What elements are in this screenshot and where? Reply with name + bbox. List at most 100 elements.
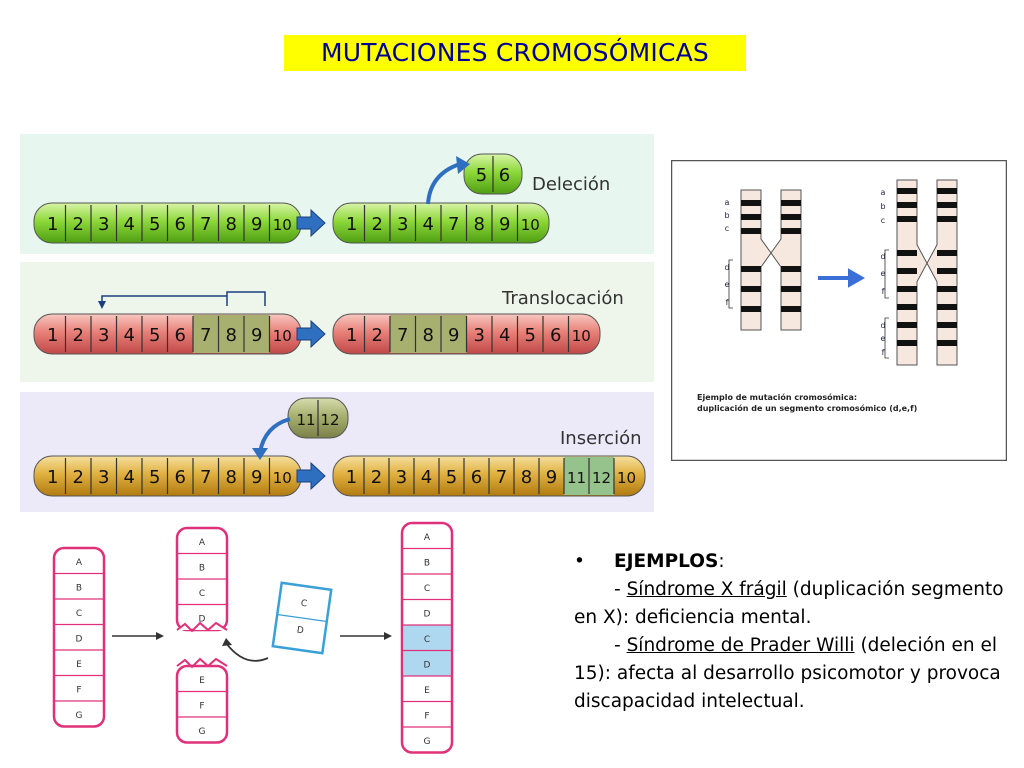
delecion-removed-segment-cell-label: 6 bbox=[499, 165, 510, 186]
insertion-result-chromosome-inserted-cell bbox=[403, 650, 451, 676]
delecion-after-bar-cell-label: 9 bbox=[499, 214, 510, 235]
duplication-right-label: f bbox=[882, 287, 885, 296]
insercion-before-bar-cell-label: 5 bbox=[149, 467, 160, 488]
translocacion-before-bar-cell-label: 3 bbox=[98, 325, 109, 346]
insertion-result-chromosome-cell-label: C bbox=[424, 635, 430, 645]
insercion-before-bar-cell-label: 2 bbox=[73, 467, 84, 488]
duplicated-chromosome-band bbox=[897, 286, 917, 292]
translocacion-before-bar-cell-label: 1 bbox=[47, 325, 58, 346]
lower-break-edge bbox=[176, 657, 228, 669]
duplication-left-label: b bbox=[724, 211, 729, 220]
translocacion-bracket-head bbox=[98, 301, 106, 309]
original-chromosome-band bbox=[781, 228, 801, 234]
insercion-before-bar-cell-label: 10 bbox=[273, 469, 292, 487]
delecion-after-bar-cell-label: 2 bbox=[372, 214, 383, 235]
delecion-after-bar-cell-label: 3 bbox=[397, 214, 408, 235]
original-chromosome-left-chromatid bbox=[740, 189, 772, 331]
insertion-lower-fragment: EFG bbox=[175, 664, 229, 744]
insertion-result-chromosome-cell-label: D bbox=[424, 660, 431, 670]
insertion-original-chromosome-cell-label: A bbox=[76, 558, 83, 568]
duplicated-chromosome-band bbox=[897, 202, 917, 208]
insertion-result-chromosome-cell-label: G bbox=[424, 737, 431, 747]
delecion-after-bar-cell-label: 1 bbox=[346, 214, 357, 235]
insercion-before-bar-cell-label: 3 bbox=[98, 467, 109, 488]
original-chromosome-band bbox=[741, 286, 761, 292]
translocacion-before-bar-cell-label: 6 bbox=[175, 325, 186, 346]
duplication-right-label: e bbox=[881, 269, 886, 278]
translocacion-after-bar-cell-label: 8 bbox=[423, 325, 434, 346]
duplication-left-label: e bbox=[725, 280, 730, 289]
duplication-right-label: a bbox=[881, 188, 886, 197]
duplicated-chromosome-band bbox=[897, 340, 917, 346]
delecion-before-bar-cell-label: 2 bbox=[73, 214, 84, 235]
translocacion-before-bar-highlight bbox=[244, 315, 270, 353]
duplication-caption-line1: Ejemplo de mutación cromosómica: bbox=[697, 392, 857, 402]
blue-piece-cell-label: C bbox=[300, 599, 308, 610]
insercion-after-bar-cell-label: 12 bbox=[592, 469, 611, 487]
insertion-original-chromosome-cell-label: G bbox=[76, 711, 83, 721]
insercion-arrow bbox=[296, 461, 326, 491]
example-dash: - bbox=[614, 635, 627, 656]
blue-piece-divider bbox=[277, 613, 327, 623]
insertion-upper-fragment-cell-label: C bbox=[199, 589, 205, 599]
duplicated-chromosome-band bbox=[897, 250, 917, 256]
bullet-glyph: • bbox=[574, 551, 585, 572]
insercion-after-bar-cell-label: 10 bbox=[617, 469, 636, 487]
insertion-upper-fragment-cell-label: D bbox=[199, 614, 206, 624]
translocacion-after-bar-highlight bbox=[390, 315, 416, 353]
insertion-original-chromosome-cell-label: E bbox=[76, 660, 82, 670]
delecion-removed-segment-cell-label: 5 bbox=[476, 165, 487, 186]
duplication-left-label: d bbox=[724, 263, 729, 272]
delecion-before-bar-cell-label: 5 bbox=[149, 214, 160, 235]
translocacion-after-bar-cell-label: 5 bbox=[525, 325, 536, 346]
insertion-result-chromosome-cell-label: B bbox=[424, 558, 430, 568]
original-chromosome bbox=[740, 189, 802, 331]
insertion-blue-piece: CD bbox=[271, 581, 333, 655]
insercion-after-bar-cell-label: 8 bbox=[521, 467, 532, 488]
insertion-original-chromosome-cell-label: C bbox=[76, 609, 82, 619]
duplicated-chromosome-band bbox=[937, 286, 957, 292]
translocacion-before-bar-cell-label: 9 bbox=[251, 325, 262, 346]
page-title: MUTACIONES CROMOSÓMICAS bbox=[284, 35, 746, 71]
delecion-curved-arrow bbox=[426, 162, 461, 205]
insercion-before-bar-cell-label: 1 bbox=[47, 467, 58, 488]
insercion-before-bar-cell-label: 8 bbox=[226, 467, 237, 488]
insercion-after-bar-cell-label: 9 bbox=[546, 467, 557, 488]
insercion-before-bar-cell-label: 7 bbox=[200, 467, 211, 488]
delecion-before-bar-cell-label: 3 bbox=[98, 214, 109, 235]
example-prader-willi-name: Síndrome de Prader Willi bbox=[626, 635, 855, 656]
duplicated-chromosome bbox=[896, 179, 958, 366]
translocacion-after-bar-cell-label: 7 bbox=[397, 325, 408, 346]
insertion-original-chromosome-cell-label: D bbox=[76, 634, 83, 644]
original-chromosome-band bbox=[781, 306, 801, 312]
translocacion-after-bar-cell-label: 6 bbox=[550, 325, 561, 346]
insertion-upper-fragment-cell-label: B bbox=[199, 563, 205, 573]
example-prader-willi: - Síndrome de Prader Willi (deleción en … bbox=[574, 632, 1014, 716]
translocacion-after-bar-cell-label: 9 bbox=[448, 325, 459, 346]
delecion-curved-arrow-head bbox=[456, 156, 470, 174]
insercion-after-bar-highlight bbox=[589, 457, 614, 495]
translocacion-before-bar-cell-label: 2 bbox=[73, 325, 84, 346]
delecion-after-bar-cell-label: 4 bbox=[423, 214, 434, 235]
duplicated-chromosome-band bbox=[937, 250, 957, 256]
insertion-result-chromosome-cell-label: F bbox=[424, 711, 429, 721]
insertion-lower-fragment-cell-label: F bbox=[199, 701, 204, 711]
duplication-right-label: c bbox=[881, 216, 885, 225]
translocacion-after-bar-cell-label: 4 bbox=[499, 325, 510, 346]
duplicated-chromosome-band bbox=[937, 268, 957, 274]
original-chromosome-band bbox=[781, 286, 801, 292]
translocacion-before-bar-highlight bbox=[218, 315, 244, 353]
insertion-result-chromosome-cell-label: A bbox=[424, 533, 431, 543]
insertion-original-chromosome-outline bbox=[52, 546, 106, 728]
translocacion-after-bar-cell-label: 10 bbox=[572, 327, 591, 345]
duplication-left-bracket bbox=[728, 259, 733, 309]
insercion-curved-arrow bbox=[258, 417, 291, 453]
insercion-before-bar-cell-label: 6 bbox=[175, 467, 186, 488]
examples-heading-line: •EJEMPLOS: bbox=[574, 548, 1014, 576]
